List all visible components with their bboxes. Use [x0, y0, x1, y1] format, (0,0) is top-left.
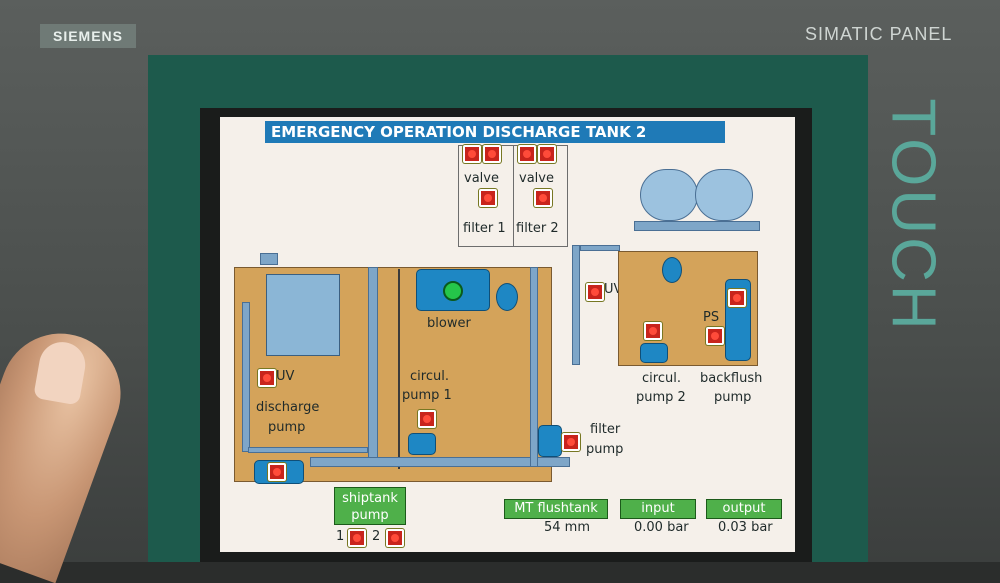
discharge-pump-label-2: pump: [268, 420, 306, 435]
valve-top-led-4[interactable]: [538, 145, 556, 163]
flushtank-led[interactable]: [644, 322, 662, 340]
valve-top-led-1[interactable]: [463, 145, 481, 163]
page-title: EMERGENCY OPERATION DISCHARGE TANK 2: [265, 121, 725, 143]
shiptank-pump-2-led[interactable]: [386, 529, 404, 547]
valve-top-led-2[interactable]: [483, 145, 501, 163]
model-label: SIMATIC PANEL: [805, 24, 953, 44]
brand-logo: SIEMENS: [40, 24, 136, 48]
touch-label: TOUCH: [878, 97, 948, 333]
filter-2-label: filter 2: [516, 221, 559, 236]
filter-pump-label-1: filter: [590, 422, 621, 437]
backflush-label-1: backflush: [700, 371, 763, 386]
circul-pump-1-label-2: pump 1: [402, 388, 452, 403]
circul-pump-2-label-1: circul.: [642, 371, 681, 386]
filter-1-label: filter 1: [463, 221, 506, 236]
blower-label: blower: [427, 316, 471, 331]
circul-pump-1[interactable]: [408, 433, 436, 455]
ps-label: PS: [703, 310, 720, 325]
valve-1-led[interactable]: [479, 189, 497, 207]
shiptank-pump-1-label: 1: [336, 529, 345, 544]
shiptank-pump-2-label: 2: [372, 529, 381, 544]
discharge-pump-led[interactable]: [268, 463, 286, 481]
filter-vessel-1: [640, 169, 698, 221]
blower-run-indicator[interactable]: [443, 281, 463, 301]
circul-pump-2-label-2: pump 2: [636, 390, 686, 405]
backflush-top-led[interactable]: [728, 289, 746, 307]
circul-pump-2[interactable]: [640, 343, 668, 363]
shiptank-pump-button[interactable]: shiptank pump: [334, 487, 406, 525]
mt-flushtank-readout-value: 54 mm: [544, 520, 591, 535]
valve-2-label: valve: [519, 171, 554, 186]
valve-top-led-3[interactable]: [518, 145, 536, 163]
uv-right-led[interactable]: [586, 283, 604, 301]
filter-pump[interactable]: [538, 425, 562, 457]
uv-right-label: UV: [604, 282, 623, 297]
blower-unit[interactable]: [416, 269, 490, 311]
shiptank-pump-1-led[interactable]: [348, 529, 366, 547]
mt-flushtank-readout-label: MT flushtank: [504, 499, 608, 519]
valve-1-label: valve: [464, 171, 499, 186]
discharge-pump-label-1: discharge: [256, 400, 320, 415]
filter-pump-label-2: pump: [586, 442, 624, 457]
hmi-screen: EMERGENCY OPERATION DISCHARGE TANK 2 val…: [220, 117, 795, 552]
ps-led[interactable]: [706, 327, 724, 345]
input-readout-label: input: [620, 499, 696, 519]
tank-inspection-window: [266, 274, 340, 356]
filter-vessel-2: [695, 169, 753, 221]
backflush-label-2: pump: [714, 390, 752, 405]
uv-left-label: UV: [276, 369, 295, 384]
uv-left-led[interactable]: [258, 369, 276, 387]
blower-valve: [496, 283, 518, 311]
filter-pump-led[interactable]: [562, 433, 580, 451]
circul-pump-1-label-1: circul.: [410, 369, 449, 384]
output-readout-label: output: [706, 499, 782, 519]
input-readout-value: 0.00 bar: [634, 520, 689, 535]
output-readout-value: 0.03 bar: [718, 520, 773, 535]
flushtank-valve: [662, 257, 682, 283]
circul-pump-1-led[interactable]: [418, 410, 436, 428]
valve-2-led[interactable]: [534, 189, 552, 207]
vertical-pipe-center: [368, 267, 378, 467]
